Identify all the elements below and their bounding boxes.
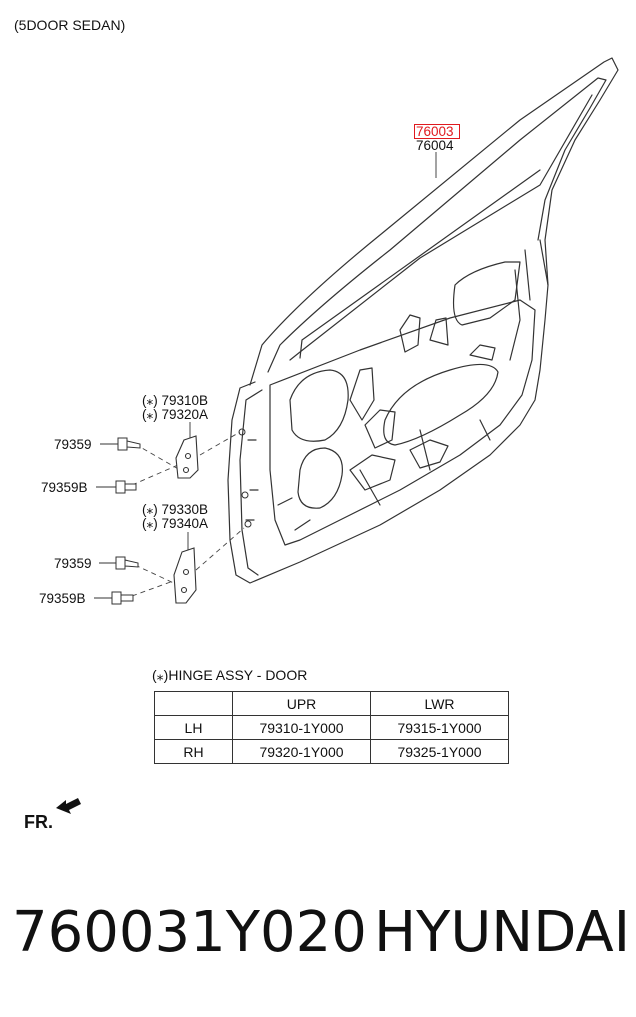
table-cell-side: LH — [154, 715, 233, 740]
hinge-table-title: HINGE ASSY - DOOR — [168, 667, 308, 683]
table-header-row: UPR LWR — [154, 691, 509, 716]
service-hole-1 — [289, 369, 349, 442]
part-number-hinge-upper-a[interactable]: 79320A — [161, 407, 209, 422]
table-header-cell: LWR — [370, 691, 509, 716]
variant-label: (5DOOR SEDAN) — [14, 17, 126, 33]
part-number-hinge-lower-b[interactable]: 79330B — [161, 502, 209, 517]
table-header-cell — [154, 691, 233, 716]
footer-brand: HYUNDAI — [374, 900, 631, 965]
table-cell-part[interactable]: 79315-1Y000 — [370, 715, 509, 740]
footer-part-number: 760031Y020 — [12, 900, 367, 965]
part-number-hinge-lower-a[interactable]: 79340A — [161, 516, 209, 531]
table-header-cell: UPR — [232, 691, 371, 716]
hinge-table: UPR LWR LH 79310-1Y000 79315-1Y000 RH 79… — [154, 691, 509, 764]
part-number-door-panel[interactable]: 76004 — [416, 138, 454, 153]
door-body-outline — [227, 239, 549, 584]
service-hole-3 — [383, 363, 499, 446]
part-number-highlighted[interactable]: 76003 — [416, 124, 454, 139]
asterisk-mark: (⁎) — [152, 667, 169, 683]
bolt-icon — [117, 437, 141, 451]
part-number-bolt-upper-2[interactable]: 79359B — [41, 480, 88, 495]
table-cell-part[interactable]: 79325-1Y000 — [370, 739, 509, 764]
table-cell-part[interactable]: 79310-1Y000 — [232, 715, 371, 740]
part-number-bolt-lower-1[interactable]: 79359 — [54, 556, 92, 571]
service-hole-2 — [297, 447, 343, 509]
table-row: LH 79310-1Y000 79315-1Y000 — [154, 715, 509, 740]
asterisk-mark: (⁎) — [142, 502, 158, 517]
lower-hinge — [173, 547, 197, 604]
window-opening-cut — [452, 261, 521, 326]
front-direction-label: FR. — [24, 812, 53, 832]
asterisk-mark: (⁎) — [142, 393, 158, 408]
asterisk-mark: (⁎) — [142, 516, 158, 531]
part-number-bolt-upper-1[interactable]: 79359 — [54, 437, 92, 452]
table-cell-side: RH — [154, 739, 233, 764]
part-number-bolt-lower-2[interactable]: 79359B — [39, 591, 86, 606]
window-frame-inner — [267, 77, 607, 373]
door-diagram — [56, 57, 619, 814]
table-cell-part[interactable]: 79320-1Y000 — [232, 739, 371, 764]
bolt-icon — [111, 591, 134, 605]
bolt-icon — [115, 556, 139, 570]
upper-hinge — [175, 435, 199, 479]
table-row: RH 79320-1Y000 79325-1Y000 — [154, 739, 509, 764]
asterisk-mark: (⁎) — [142, 407, 158, 422]
bolt-icon — [115, 480, 137, 494]
part-number-hinge-upper-b[interactable]: 79310B — [161, 393, 209, 408]
highlight-box — [414, 124, 460, 139]
front-arrow-icon — [56, 798, 81, 814]
window-frame-outer — [249, 57, 619, 386]
